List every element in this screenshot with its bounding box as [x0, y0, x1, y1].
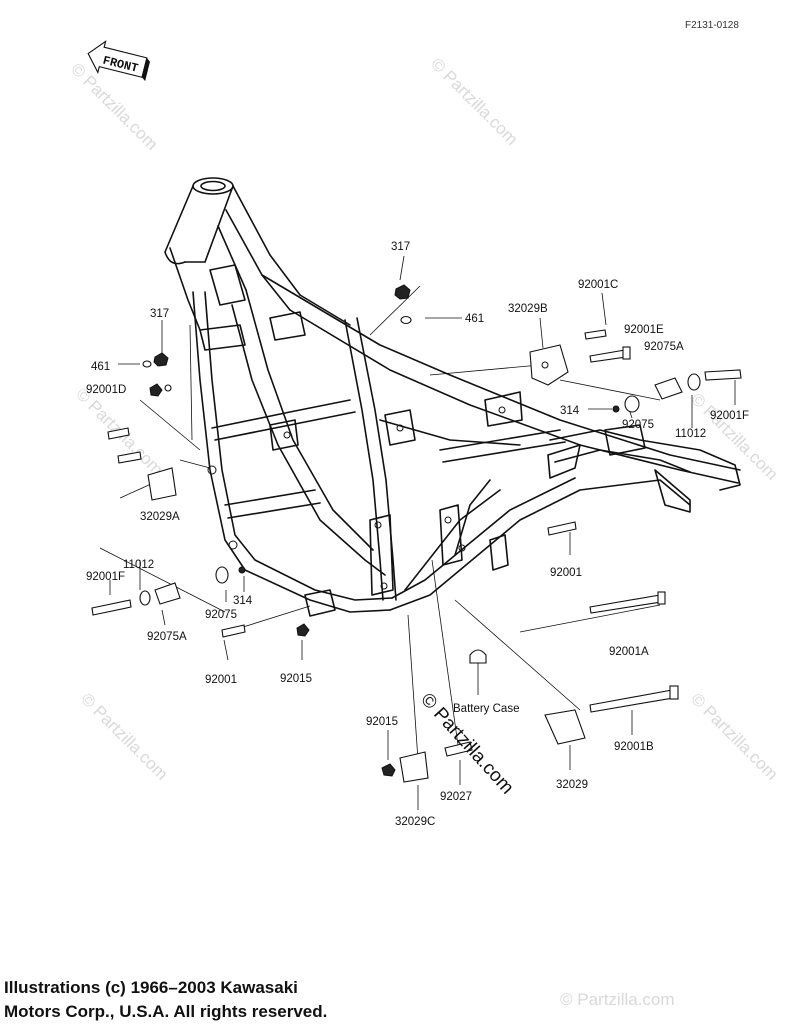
- watermark: © Partzilla.com: [67, 59, 161, 153]
- bracket-32029: [544, 709, 586, 745]
- part-label: 92075: [205, 609, 237, 621]
- watermark: © Partzilla.com: [427, 54, 521, 148]
- copyright-notice: Illustrations (c) 1966–2003 Kawasaki Mot…: [4, 976, 504, 1024]
- part-label: 92015: [366, 716, 398, 728]
- rubber-92075A-left: [154, 582, 181, 605]
- part-label: 92075: [622, 419, 654, 431]
- hardware-parts: [91, 284, 742, 783]
- nut-317-top: [394, 284, 411, 300]
- frame-body: [164, 177, 741, 617]
- rubber-92075-right: [624, 395, 640, 413]
- watermark: © Partzilla.com: [77, 689, 171, 783]
- part-label: 461: [91, 361, 110, 373]
- rubber-92075-left: [215, 566, 229, 584]
- part-label: 92001D: [86, 384, 126, 396]
- part-label: 92015: [280, 673, 312, 685]
- part-label: 32029B: [508, 303, 548, 315]
- part-label: 92001: [550, 567, 582, 579]
- part-label: 92001B: [614, 741, 654, 753]
- part-label: 32029C: [395, 816, 435, 828]
- bolt-92001C: [584, 329, 607, 340]
- nut-92015-left: [296, 623, 310, 637]
- part-label: 92001C: [578, 279, 618, 291]
- part-label: 92075A: [147, 631, 187, 643]
- part-label: 92001A: [609, 646, 649, 658]
- part-label: 92027: [440, 791, 472, 803]
- part-label: 32029: [556, 779, 588, 791]
- part-label: 317: [391, 241, 410, 253]
- collar-11012-left: [139, 590, 151, 606]
- bolt-92001-right: [547, 521, 577, 536]
- battery-case-label: Battery Case: [453, 703, 519, 715]
- bracket-32029C: [399, 751, 429, 783]
- bracket-32029A: [147, 467, 177, 501]
- bolt-92001D-b: [117, 451, 142, 464]
- leader-lines: [99, 255, 736, 810]
- nut-92015-bottom: [381, 763, 396, 777]
- part-label: 11012: [123, 559, 154, 571]
- part-label: 92001E: [624, 324, 664, 336]
- bolt-92001A: [589, 594, 662, 614]
- watermark: © Partzilla.com: [560, 990, 675, 1009]
- part-label: 317: [150, 308, 169, 320]
- part-label: 92001F: [710, 410, 749, 422]
- copyright-line: Motors Corp., U.S.A. All rights reserved…: [4, 1002, 328, 1021]
- nut-317-left: [153, 352, 169, 367]
- bolt-92001F-right: [704, 369, 742, 381]
- nut-92001D: [149, 383, 163, 397]
- bolt-92001F-left: [91, 599, 132, 616]
- battery-case-grommet: [469, 649, 487, 664]
- watermark: © Partzilla.com: [687, 689, 781, 783]
- washer-314-left: [238, 566, 246, 574]
- washer-314-right: [612, 405, 620, 413]
- bracket-32029B: [529, 344, 569, 386]
- part-label: 32029A: [140, 511, 180, 523]
- part-label: 92001: [205, 674, 237, 686]
- part-label: 92001F: [86, 571, 125, 583]
- part-label: 461: [465, 313, 484, 325]
- bolt-92001D-a: [107, 427, 130, 440]
- bolt-92001-left: [221, 624, 246, 638]
- part-label: 314: [560, 405, 580, 417]
- washer-461-left: [142, 360, 152, 368]
- collar-11012-right: [687, 373, 701, 391]
- part-labels: 317 461 32029B 92001C 92001E 92075A 314 …: [86, 241, 749, 828]
- bolt-92027: [444, 741, 473, 757]
- watermark-layer: © Partzilla.com © Partzilla.com © Partzi…: [67, 54, 781, 1009]
- bolt-92001B: [589, 689, 674, 713]
- diagram-code: F2131-0128: [685, 20, 739, 31]
- part-label: 11012: [675, 428, 706, 440]
- part-label: 92075A: [644, 341, 684, 353]
- rubber-92075A-right: [654, 377, 683, 400]
- copyright-line: Illustrations (c) 1966–2003 Kawasaki: [4, 978, 298, 997]
- bolt-92001E: [589, 349, 627, 363]
- part-label: 314: [233, 595, 253, 607]
- washer-461-top: [400, 315, 412, 325]
